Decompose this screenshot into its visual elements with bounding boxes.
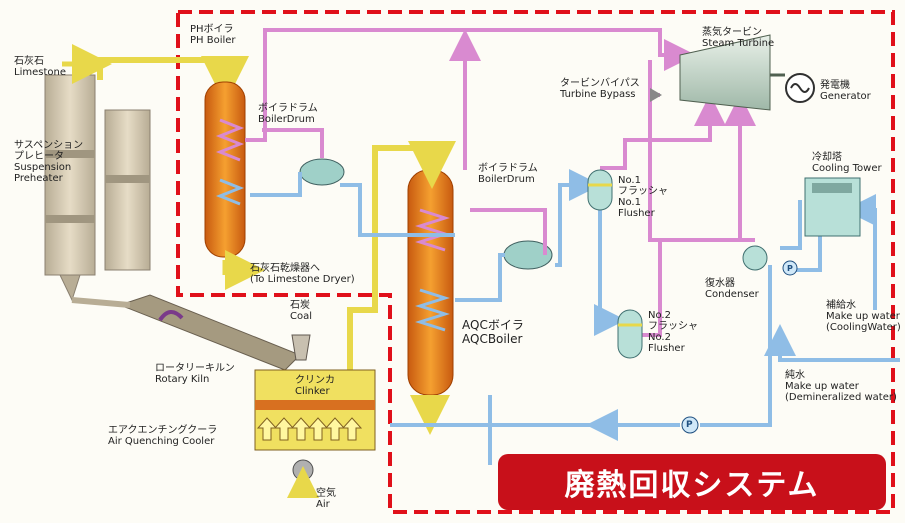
- steam-turbine: [679, 34, 771, 111]
- boiler-drum-1: [299, 158, 345, 186]
- cooling-tower: [804, 177, 861, 237]
- pump-feedwater: [681, 416, 699, 434]
- rotary-kiln: [71, 294, 301, 371]
- aqc-boiler: [407, 169, 454, 396]
- no2-flusher: [617, 309, 643, 359]
- ph-boiler: [204, 81, 246, 258]
- pump-condenser: [782, 260, 798, 276]
- air-fan: [292, 459, 314, 481]
- no1-flusher: [587, 169, 613, 211]
- air-label: 空気 Air: [316, 488, 336, 510]
- recovery-boundary: [176, 10, 895, 514]
- air-quenching-cooler: [254, 369, 376, 451]
- condenser: [742, 245, 768, 271]
- system-title-banner: 廃熱回収システム: [498, 454, 886, 510]
- pump-condenser-label: P: [787, 264, 793, 273]
- coal-hopper: [291, 334, 311, 361]
- turbine-bypass-valve: [650, 88, 662, 102]
- suspension-preheater: [44, 74, 151, 302]
- limestone-dryer-label: 石灰石乾燥器へ(To Limestone Dryer): [250, 263, 355, 285]
- pump-feedwater-label: P: [686, 420, 693, 430]
